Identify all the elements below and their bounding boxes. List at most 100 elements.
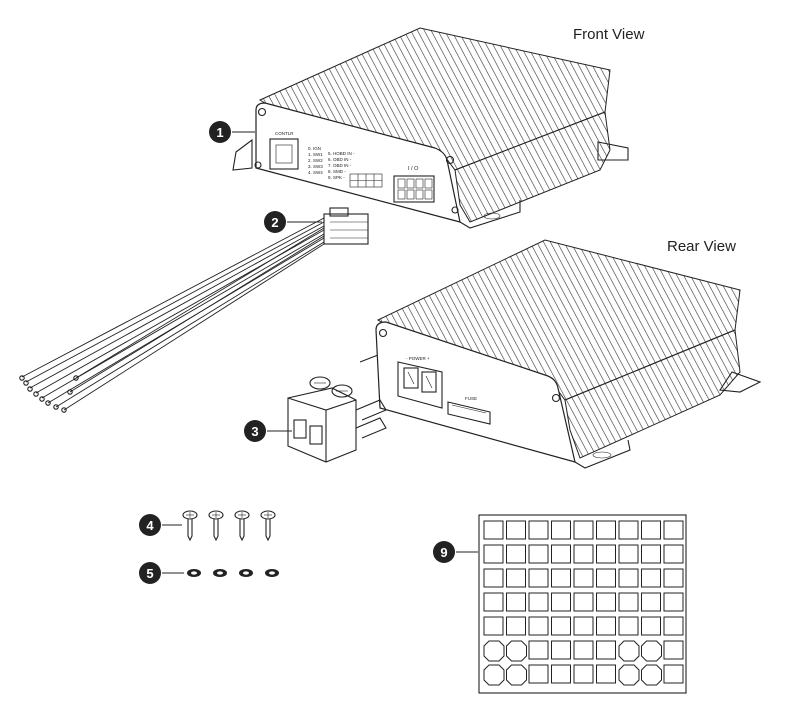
svg-text:9: 9 [440,545,447,560]
svg-text:9. SPK -: 9. SPK - [328,175,345,180]
screw-icon [445,155,455,165]
adhesive-pad [573,616,594,636]
adhesive-pad-sheet [478,514,687,694]
pin-grid [349,173,383,188]
front-left-flange [232,138,253,171]
adhesive-pad [528,568,549,588]
adhesive-pad [506,568,526,588]
adhesive-pad [528,544,549,564]
callout-4: 4 [139,514,182,536]
adhesive-pad-octagon [506,664,527,686]
adhesive-pad-octagon [506,640,527,662]
adhesive-pad-octagon [618,640,640,662]
adhesive-pad [551,520,571,540]
terminal-block [287,376,387,463]
adhesive-pad [618,592,639,612]
callout-9: 9 [433,541,478,563]
adhesive-pad [573,664,594,684]
adhesive-pad [596,568,616,588]
svg-text:2. SW2: 2. SW2 [308,158,323,163]
adhesive-pad [506,544,526,564]
adhesive-pad [506,592,526,612]
adhesive-pad [618,520,639,540]
adhesive-pad-octagon [641,640,662,662]
svg-text:8. SMD -: 8. SMD - [328,169,346,174]
front-heatsink-side [454,111,611,223]
front-bottom-flange [459,200,521,229]
adhesive-pad [573,568,594,588]
adhesive-pad [528,520,549,540]
callout-3: 3 [244,420,292,442]
harness-connector [323,213,369,245]
callout-5: 5 [139,562,184,584]
screw-icon [551,393,561,403]
svg-text:2: 2 [271,215,278,230]
screw-set [182,510,276,542]
adhesive-pad [551,616,571,636]
adhesive-pad [483,616,504,636]
adhesive-pad [551,640,571,660]
adhesive-pad [528,592,549,612]
adhesive-pad [663,664,684,684]
adhesive-pad [641,592,661,612]
adhesive-pad [551,568,571,588]
callout-1: 1 [209,121,255,143]
adhesive-pad [641,568,661,588]
fuse-label: FUSE [465,396,477,401]
adhesive-pad [596,616,616,636]
adhesive-pad [596,664,616,684]
svg-text:5: 5 [146,566,153,581]
front-view-label: Front View [573,26,645,43]
adhesive-pad [506,520,526,540]
adhesive-pad [551,592,571,612]
callout-2: 2 [264,211,322,233]
adhesive-pad [483,544,504,564]
svg-text:3: 3 [251,424,258,439]
adhesive-pad [641,520,661,540]
adhesive-pad [663,592,684,612]
adhesive-pad-octagon [483,664,505,686]
adhesive-pad [551,664,571,684]
front-terminal-connector [393,175,435,203]
adhesive-pad [596,592,616,612]
rear-heatsink-side [564,329,741,459]
adhesive-pad [483,568,504,588]
adhesive-pad [663,520,684,540]
adhesive-pad [663,544,684,564]
screw-icon [254,161,262,169]
rear-view-label: Rear View [667,238,736,255]
svg-text:5. HOBD IN -: 5. HOBD IN - [328,151,355,156]
adhesive-pad-octagon [641,664,662,686]
adhesive-pad-octagon [483,640,505,662]
adhesive-pad [573,520,594,540]
rear-view-device: - POWER + FUSE [359,239,762,469]
adhesive-pad [618,616,639,636]
adhesive-pad [573,592,594,612]
adhesive-pad [528,664,549,684]
adhesive-pad [551,544,571,564]
rear-bottom-flange [574,439,631,469]
power-connector [397,361,443,409]
pin-legend: 0. IGN 1. SW1 2. SW2 3. SW3 4. SW4 5. HO… [308,146,355,180]
adhesive-pad [596,520,616,540]
adhesive-pad [641,544,661,564]
adhesive-pad [596,544,616,564]
contlr-port-label: CONTLR [275,131,294,136]
adhesive-pad [618,568,639,588]
svg-text:4: 4 [146,518,154,533]
screw-icon [257,107,267,117]
contlr-port [269,138,299,170]
adhesive-pad [641,616,661,636]
adhesive-pad-octagon [618,664,640,686]
svg-text:6. OBD IN -: 6. OBD IN - [328,157,352,162]
adhesive-pad [573,544,594,564]
svg-text:3. SW3: 3. SW3 [308,164,323,169]
svg-text:7. OBD IN -: 7. OBD IN - [328,163,352,168]
adhesive-pad [506,616,526,636]
adhesive-pad [663,616,684,636]
adhesive-pad [483,520,504,540]
adhesive-pad [573,640,594,660]
rear-face [375,321,576,463]
power-label: - POWER + [406,356,430,361]
